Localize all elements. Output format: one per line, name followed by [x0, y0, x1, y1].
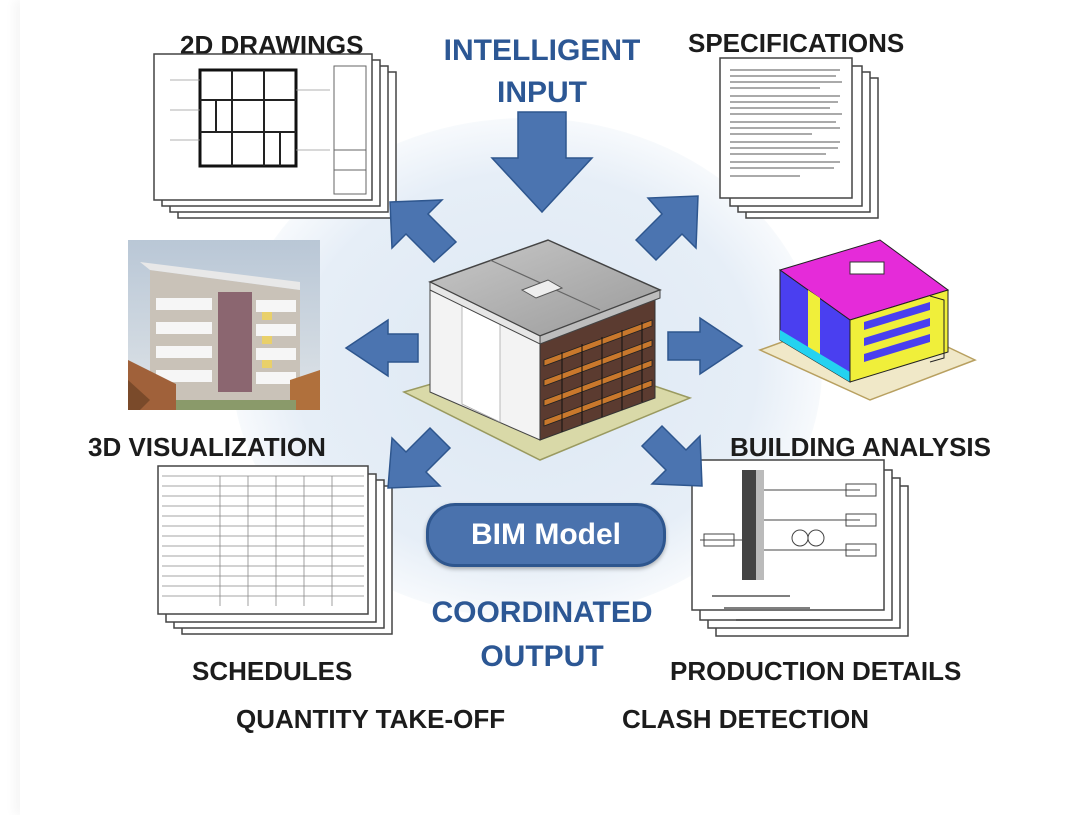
- schedules-stack: [157, 465, 393, 635]
- arrow-up-left-icon: [389, 199, 458, 264]
- arrow-down-right-icon: [640, 424, 703, 487]
- label-clash-detection: CLASH DETECTION: [622, 704, 869, 734]
- label-schedules: SCHEDULES: [192, 656, 353, 686]
- title-intelligent: INTELLIGENT: [443, 34, 641, 67]
- arrow-down-left-icon: [387, 426, 452, 489]
- label-3d-visualization: 3D VISUALIZATION: [88, 432, 326, 462]
- arrow-left-icon: [344, 318, 419, 378]
- label-quantity-takeoff: QUANTITY TAKE-OFF: [236, 704, 506, 734]
- arrow-up-right-icon: [634, 195, 699, 262]
- visualization-3d-image: [128, 240, 320, 410]
- title-coordinated: COORDINATED: [431, 596, 653, 629]
- label-production-details: PRODUCTION DETAILS: [670, 656, 962, 686]
- building-analysis-image: [758, 239, 977, 401]
- title-output: OUTPUT: [480, 640, 604, 673]
- specifications-stack: [719, 57, 879, 219]
- drawings-2d-stack: [153, 53, 397, 219]
- central-bim-building: [401, 239, 693, 461]
- title-input: INPUT: [497, 76, 587, 109]
- arrow-right-icon: [667, 316, 744, 376]
- label-building-analysis: BUILDING ANALYSIS: [730, 432, 991, 462]
- label-specifications: SPECIFICATIONS: [688, 28, 905, 58]
- bim-model-badge: BIM Model: [426, 503, 666, 567]
- arrow-down-icon: [490, 111, 594, 214]
- production-details-stack: [691, 459, 909, 637]
